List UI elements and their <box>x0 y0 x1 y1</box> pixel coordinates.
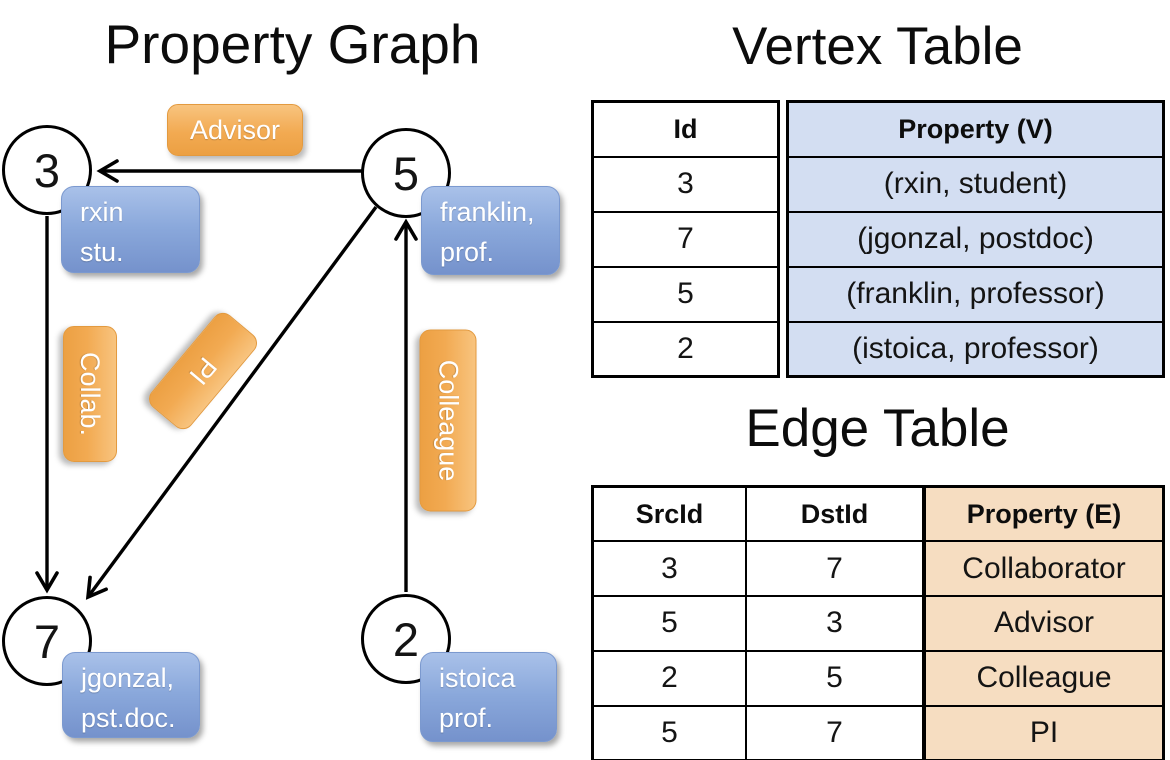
vertex-property-table: Property (V) (rxin, student) (jgonzal, p… <box>786 100 1165 378</box>
edge-srcid-header: SrcId <box>591 485 747 543</box>
property-graph-title: Property Graph <box>104 13 481 75</box>
node-2-property-box: istoica prof. <box>420 652 557 742</box>
vertex-id-cell: 3 <box>591 155 780 213</box>
vertex-property-header: Property (V) <box>786 100 1165 158</box>
property-line-1: istoica <box>439 663 516 693</box>
edge-dstid-cell: 5 <box>745 649 925 707</box>
node-7-property-box: jgonzal, pst.doc. <box>62 652 200 738</box>
edge-property-cell: Colleague <box>923 649 1165 707</box>
property-line-1: franklin, <box>440 197 535 227</box>
edge-srcid-cell: 5 <box>591 595 747 652</box>
edge-property-table: Property (E) Collaborator Advisor Collea… <box>923 485 1165 760</box>
edge-label-advisor: Advisor <box>167 104 303 156</box>
vertex-table-title: Vertex Table <box>732 17 1023 76</box>
node-id-label: 7 <box>33 614 61 668</box>
node-id-label: 5 <box>392 146 420 200</box>
property-line-2: pst.doc. <box>81 703 176 733</box>
property-graph-panel: Property Graph 3 5 7 2 rxin <box>2 13 560 742</box>
vertex-id-cell: 7 <box>591 210 780 268</box>
edge-table-title: Edge Table <box>745 399 1010 458</box>
edge-property-cell: Collaborator <box>923 540 1165 598</box>
edge-label-colleague: Colleague <box>419 329 477 512</box>
edge-line-pi-5-to-7 <box>85 205 378 600</box>
property-line-2: prof. <box>439 703 494 733</box>
edge-dstid-cell: 3 <box>745 595 925 652</box>
edge-dstid-header: DstId <box>745 485 925 543</box>
vertex-id-cell: 2 <box>591 320 780 378</box>
edge-property-cell: Advisor <box>923 595 1165 652</box>
edge-srcid-cell: 5 <box>591 704 747 760</box>
edge-property-header: Property (E) <box>923 485 1165 543</box>
node-3-property-box: rxin stu. <box>61 186 200 273</box>
edge-srcid-cell: 2 <box>591 649 747 707</box>
node-5-property-box: franklin, prof. <box>421 186 560 275</box>
vertex-property-cell: (franklin, professor) <box>786 265 1165 323</box>
vertex-property-cell: (istoica, professor) <box>786 320 1165 378</box>
property-line-1: jgonzal, <box>81 663 175 693</box>
property-line-2: prof. <box>440 237 495 267</box>
property-line-2: stu. <box>80 237 124 267</box>
node-id-label: 2 <box>392 612 420 666</box>
graph-node-2: 2 <box>361 594 451 684</box>
edge-dstid-cell: 7 <box>745 540 925 598</box>
vertex-id-table: Id 3 7 5 2 <box>591 100 780 378</box>
edge-dstid-cell: 7 <box>745 704 925 760</box>
vertex-property-cell: (jgonzal, postdoc) <box>786 210 1165 268</box>
vertex-id-header: Id <box>591 100 780 158</box>
graph-edges-svg <box>35 159 418 600</box>
edge-ids-table: SrcId DstId 3 7 5 3 2 5 5 7 <box>591 485 925 760</box>
vertex-property-cell: (rxin, student) <box>786 155 1165 213</box>
edge-srcid-cell: 3 <box>591 540 747 598</box>
property-line-1: rxin <box>80 197 124 227</box>
node-id-label: 3 <box>33 143 61 197</box>
graph-node-5: 5 <box>361 128 451 218</box>
edge-label-collab: Collab. <box>63 326 117 462</box>
edge-property-cell: PI <box>923 704 1165 760</box>
vertex-id-cell: 5 <box>591 265 780 323</box>
